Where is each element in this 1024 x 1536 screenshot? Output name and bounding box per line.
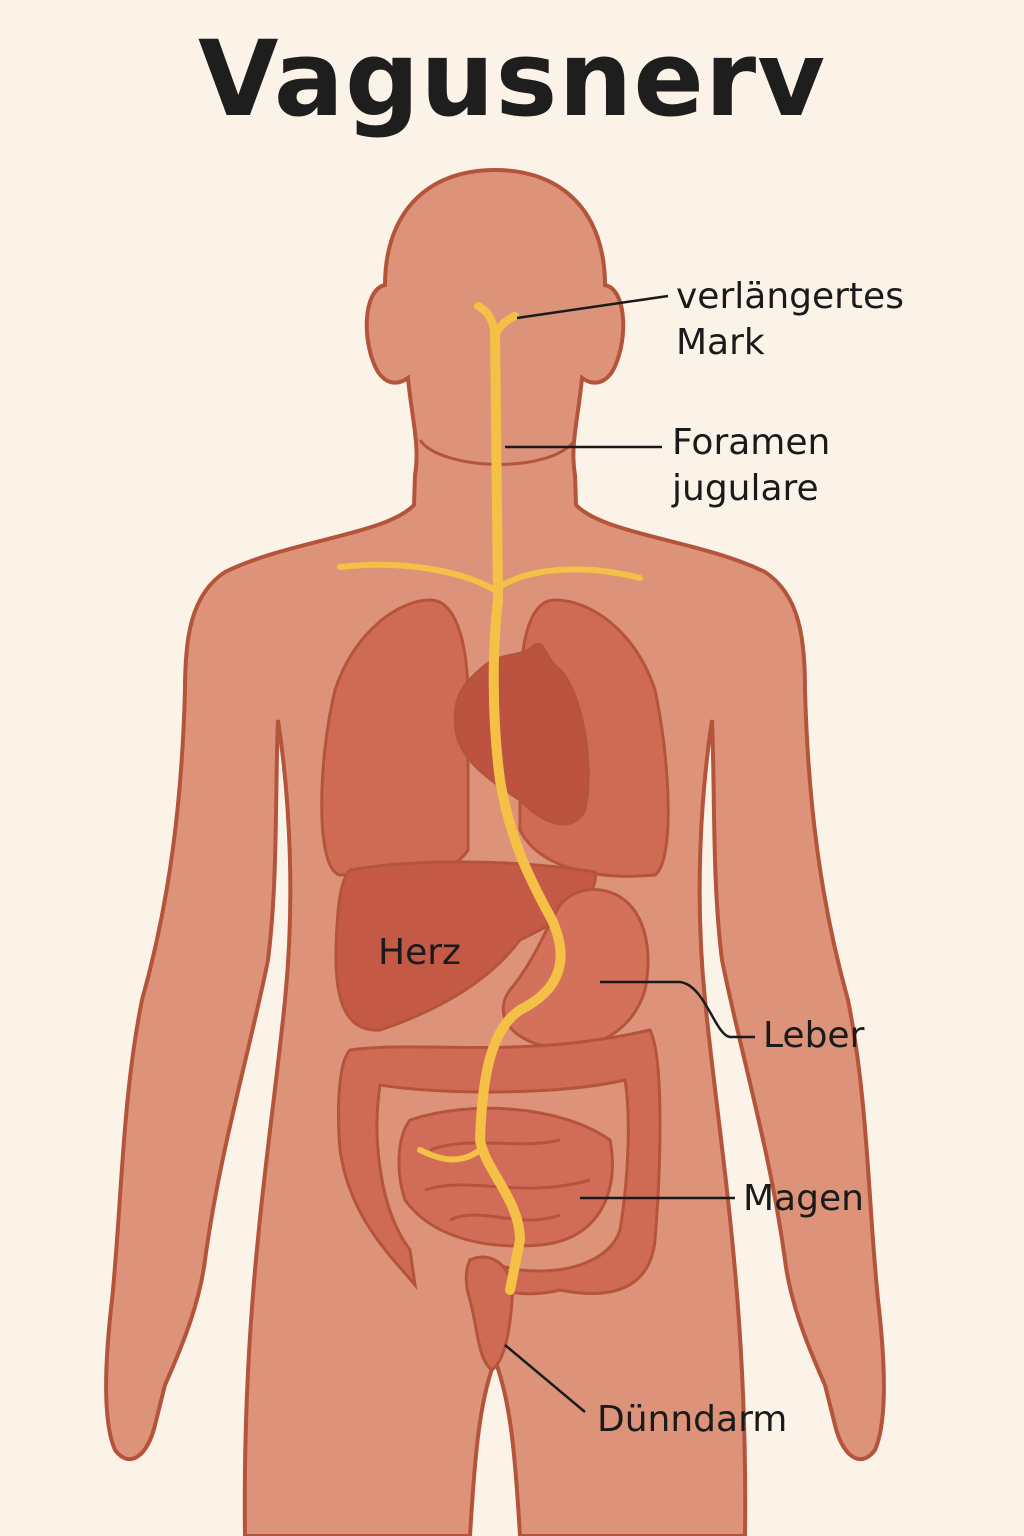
large-intestine	[336, 1028, 662, 1296]
label-foramen: Foramen jugulare	[672, 420, 830, 512]
left-lung	[320, 598, 470, 877]
label-magen: Magen	[743, 1178, 864, 1219]
vagus-nerve	[337, 302, 643, 1295]
label-herz: Herz	[378, 932, 461, 973]
label-medulla: verlängertes Mark	[676, 274, 904, 366]
label-foramen-line2: jugulare	[672, 468, 819, 509]
heart	[453, 642, 590, 826]
diagram-title: Vagusnerv	[197, 18, 827, 140]
label-leber: Leber	[763, 1015, 865, 1056]
small-intestine	[397, 1106, 614, 1248]
stomach	[501, 888, 650, 1050]
rectum	[464, 1255, 514, 1372]
leader-lines	[504, 294, 755, 1413]
label-medulla-line2: Mark	[676, 322, 765, 363]
label-medulla-line1: verlängertes	[676, 276, 904, 317]
label-duenndarm: Dünndarm	[597, 1399, 788, 1440]
label-foramen-line1: Foramen	[672, 422, 831, 463]
